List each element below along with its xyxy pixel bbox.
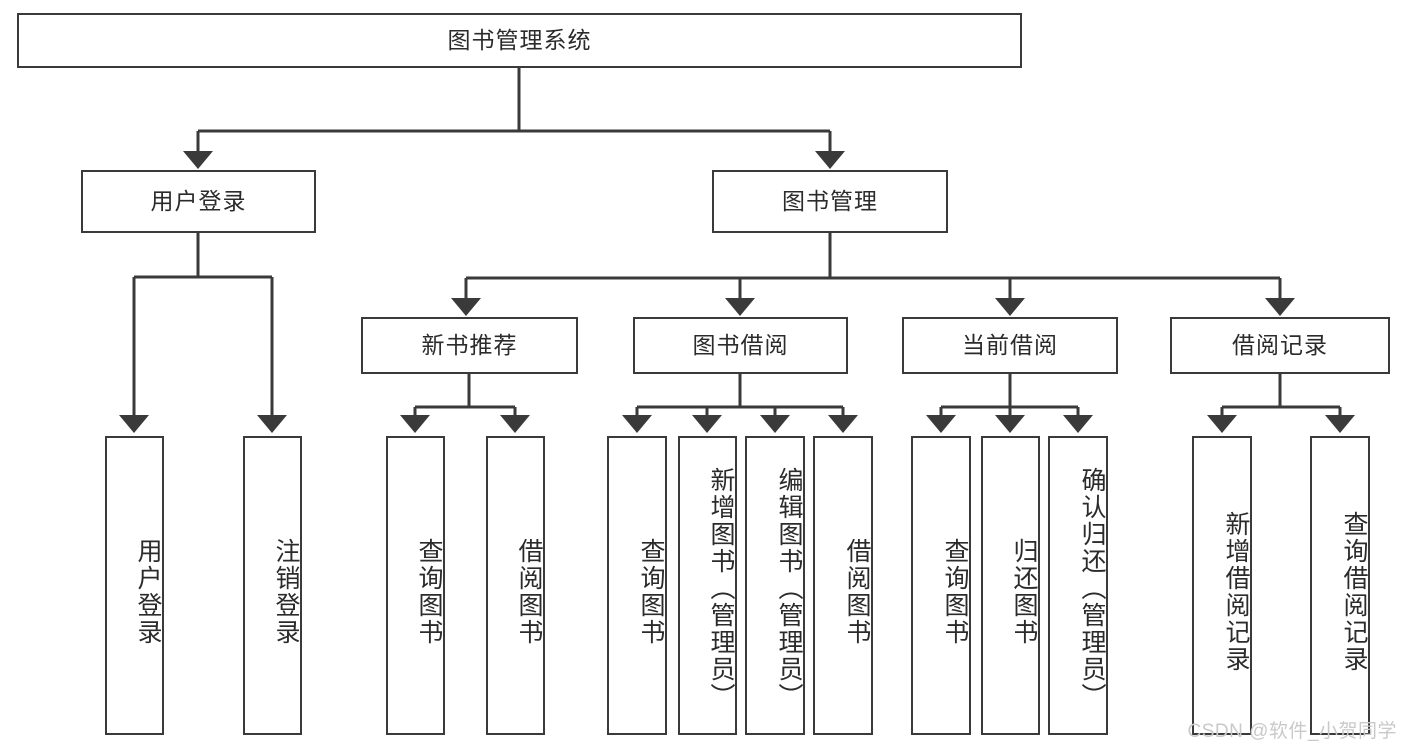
node-label: 借阅图书 [515, 537, 543, 646]
node-label: 用户登录 [134, 537, 162, 646]
node-label: 查询图书 [637, 537, 665, 646]
node-leaf-borrow-book-borrow[interactable]: 借阅图书 [813, 436, 873, 735]
node-book-management[interactable]: 图书管理 [712, 170, 948, 233]
node-leaf-edit-book-admin[interactable]: 编辑图书（管理员） [745, 436, 805, 735]
csdn-watermark: CSDN @软件_小贺同学 [1187, 721, 1397, 742]
node-label: 图书借阅 [692, 331, 789, 358]
node-leaf-query-borrow-record[interactable]: 查询借阅记录 [1310, 436, 1370, 735]
node-label: 新增借阅记录 [1222, 510, 1250, 673]
node-label: 借阅记录 [1232, 331, 1328, 358]
node-label: 图书管理系统 [447, 26, 592, 53]
node-leaf-query-book-borrow[interactable]: 查询图书 [607, 436, 667, 735]
node-label: 查询图书 [941, 537, 969, 646]
node-leaf-add-borrow-record[interactable]: 新增借阅记录 [1192, 436, 1252, 735]
node-label: 编辑图书（管理员） [775, 467, 803, 710]
node-new-book-recommend[interactable]: 新书推荐 [361, 317, 578, 374]
node-user-login[interactable]: 用户登录 [81, 170, 316, 233]
node-label: 查询借阅记录 [1340, 510, 1368, 673]
node-leaf-query-book-recommend[interactable]: 查询图书 [386, 436, 445, 735]
node-leaf-borrow-book-recommend[interactable]: 借阅图书 [486, 436, 545, 735]
node-leaf-return-book[interactable]: 归还图书 [981, 436, 1040, 735]
node-label: 确认归还（管理员） [1078, 467, 1106, 710]
node-label: 借阅图书 [843, 537, 871, 646]
node-label: 当前借阅 [962, 331, 1058, 358]
node-label: 用户登录 [150, 187, 247, 214]
node-label: 图书管理 [782, 187, 878, 214]
node-label: 新增图书（管理员） [707, 467, 735, 710]
node-label: 新书推荐 [421, 331, 518, 358]
node-label: 查询图书 [415, 537, 443, 646]
node-leaf-query-book-current[interactable]: 查询图书 [911, 436, 971, 735]
node-label: 注销登录 [272, 537, 300, 646]
node-leaf-add-book-admin[interactable]: 新增图书（管理员） [678, 436, 737, 735]
node-book-borrow[interactable]: 图书借阅 [633, 317, 848, 374]
node-label: 归还图书 [1010, 537, 1038, 646]
node-leaf-logout-login[interactable]: 注销登录 [243, 436, 302, 735]
node-borrow-record[interactable]: 借阅记录 [1170, 317, 1390, 374]
node-leaf-confirm-return-admin[interactable]: 确认归还（管理员） [1048, 436, 1108, 735]
node-current-borrow[interactable]: 当前借阅 [902, 317, 1118, 374]
node-root-book-management-system[interactable]: 图书管理系统 [17, 13, 1022, 68]
node-leaf-user-login[interactable]: 用户登录 [105, 436, 164, 735]
